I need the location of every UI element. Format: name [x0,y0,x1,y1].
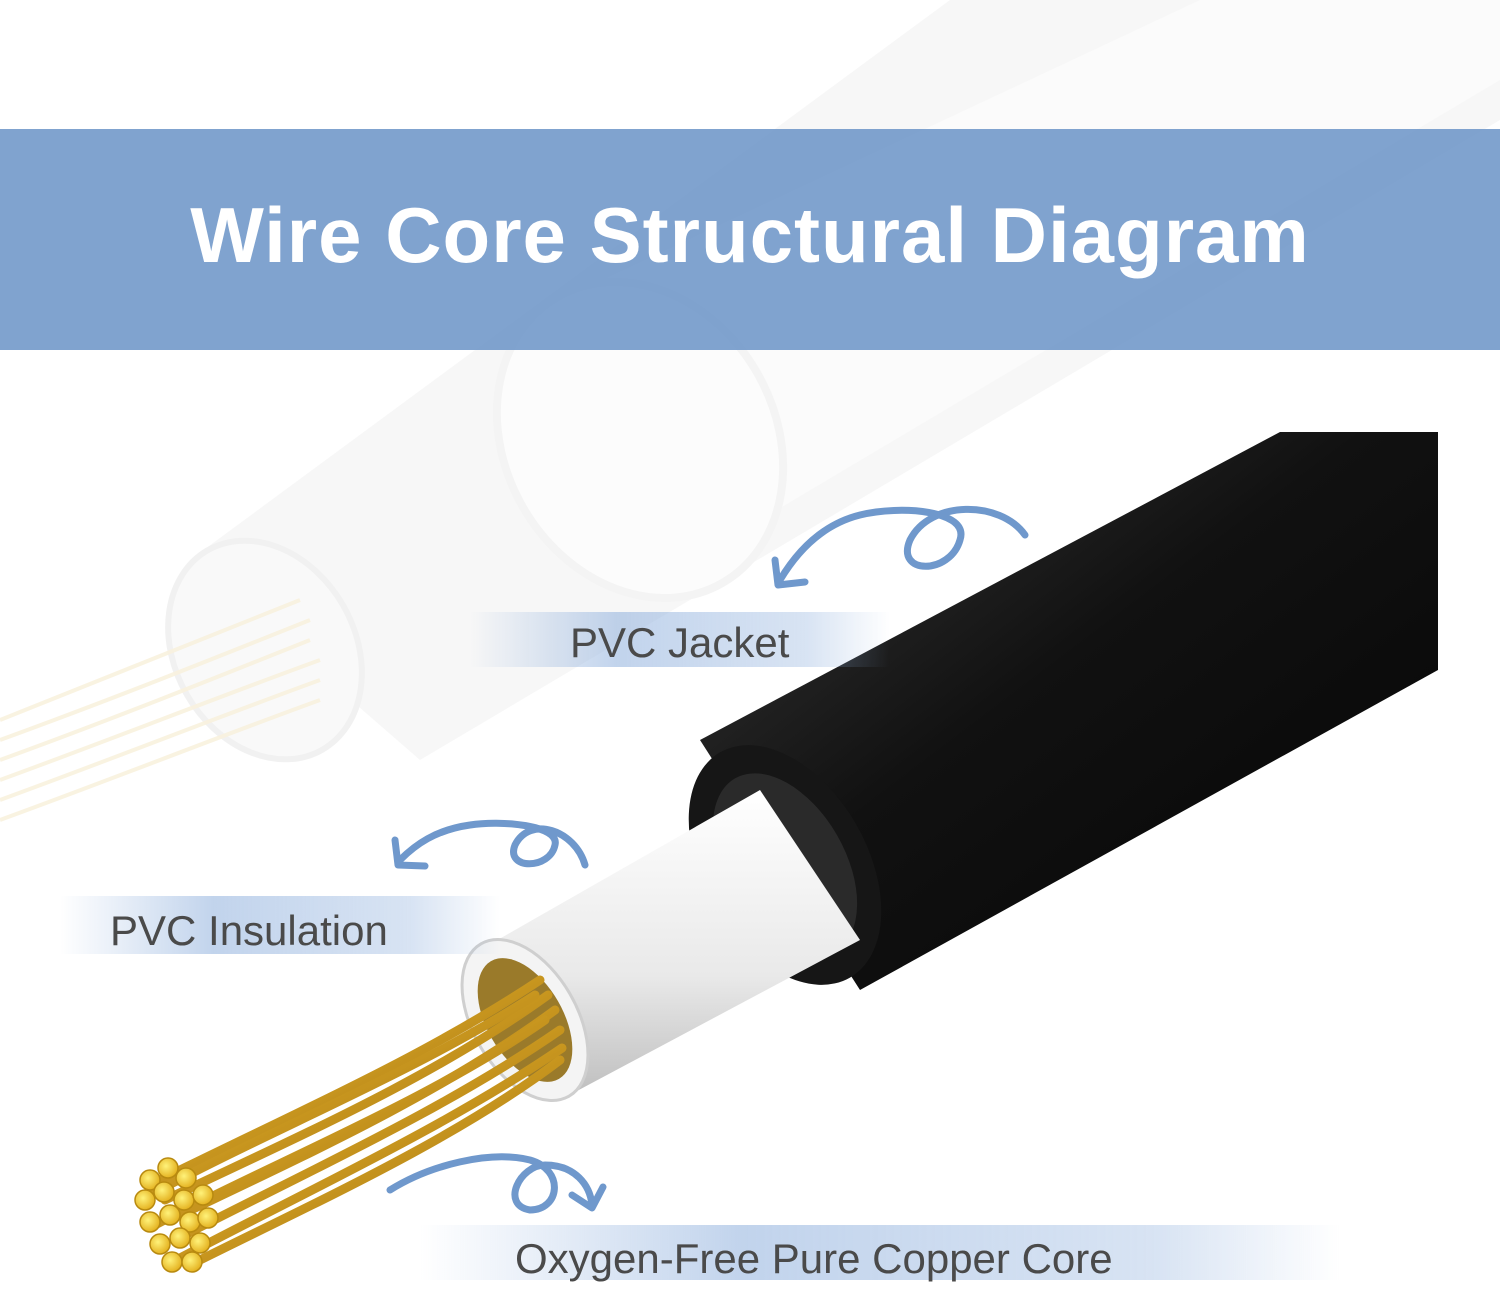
label-pvc-insulation: PVC Insulation [110,907,388,954]
core-arrow-icon [386,1153,607,1214]
title-banner [0,129,1500,350]
label-streaks [60,612,1340,1280]
label-copper-core: Oxygen-Free Pure Copper Core [515,1235,1113,1282]
strand-tips [134,1157,219,1273]
jacket-arrow-icon [771,505,1029,589]
label-pvc-jacket: PVC Jacket [570,619,790,666]
arrows [386,505,1029,1214]
page-title: Wire Core Structural Diagram [190,191,1310,279]
insulation-arrow-icon [391,819,589,870]
